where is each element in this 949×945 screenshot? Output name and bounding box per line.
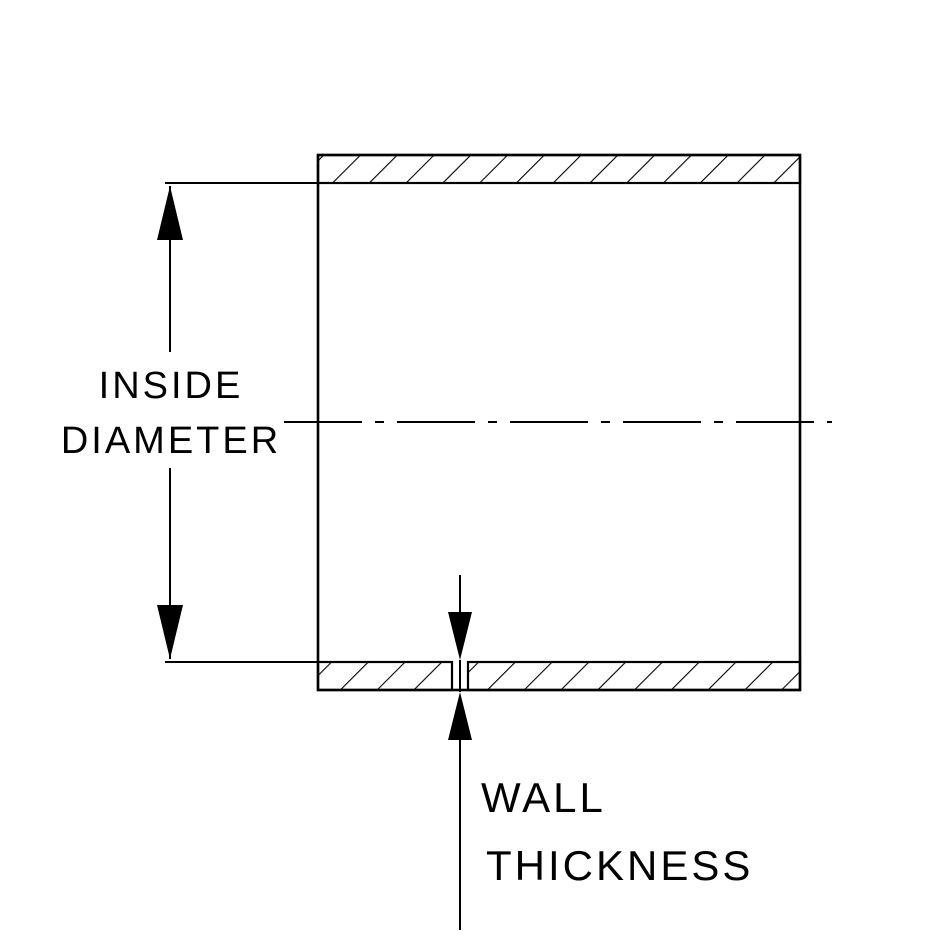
label-mask — [58, 352, 282, 468]
top-wall-hatch — [316, 153, 802, 185]
arrow-down-icon — [448, 612, 472, 660]
inside-diameter-dimension: INSIDE DIAMETER — [58, 182, 318, 663]
inside-diameter-label-line1: INSIDE — [99, 365, 244, 407]
bottom-wall-hatch — [316, 660, 802, 692]
bottom-wall-hatch-left — [316, 660, 454, 692]
wall-thickness-label-line1: WALL — [481, 774, 606, 821]
arrow-down-icon — [157, 605, 183, 659]
arrow-up-icon — [448, 692, 472, 740]
wall-thickness-dimension: WALL THICKNESS — [448, 575, 753, 930]
arrow-up-icon — [157, 186, 183, 240]
wall-thickness-label-line2: THICKNESS — [486, 842, 753, 889]
bottom-wall-hatch-right — [466, 660, 802, 692]
inside-diameter-label-line2: DIAMETER — [61, 420, 281, 462]
